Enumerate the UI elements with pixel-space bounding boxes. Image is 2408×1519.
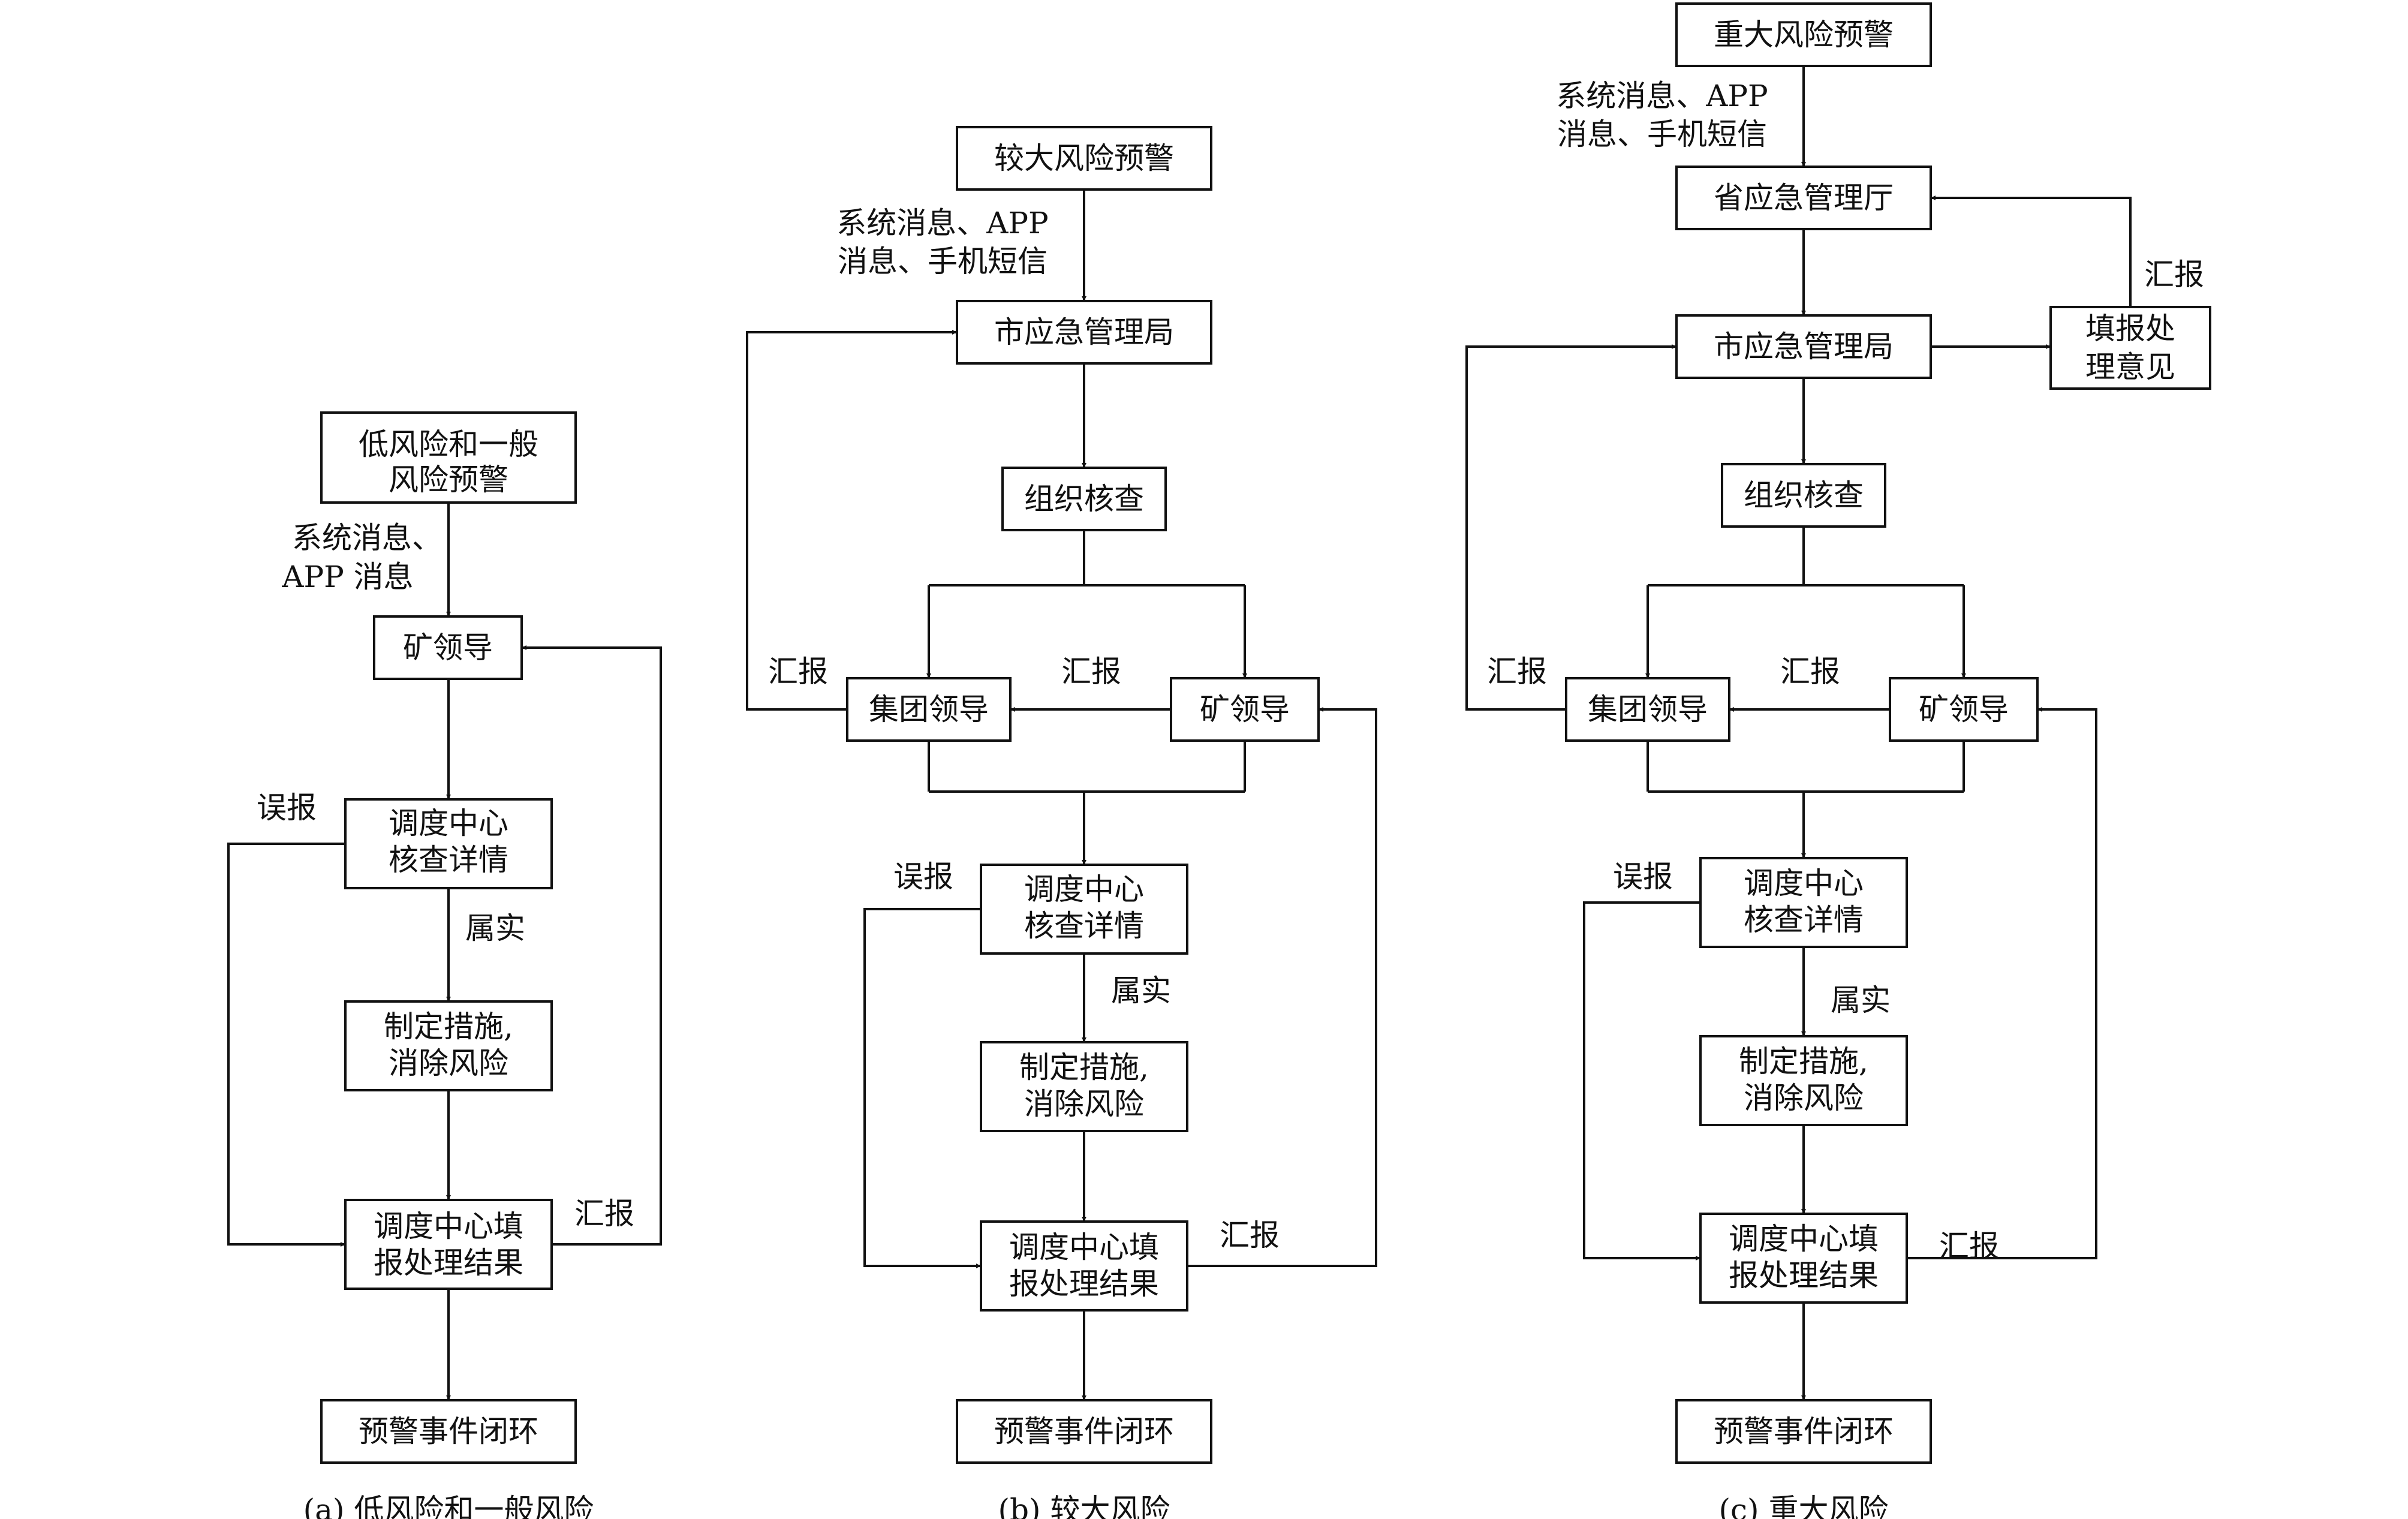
node-b-organize-label: 组织核查 [1024,482,1144,516]
label-c-report-province: 汇报 [2144,257,2204,292]
node-c-city-bureau-label: 市应急管理局 [1714,329,1894,364]
label-b-report-mine: 汇报 [1061,654,1121,689]
label-c-report-result: 汇报 [1939,1229,1999,1264]
node-c-dispatch-report-line2: 报处理结果 [1729,1258,1879,1293]
node-c-closure-label: 预警事件闭环 [1714,1414,1894,1449]
caption-a: (a) 低风险和一般风险 [303,1493,594,1519]
node-c-group-leader-label: 集团领导 [1588,692,1708,727]
flowchart-b: 较大风险预警 市应急管理局 组织核查 集团领导 矿领导 调度中心 核查详情 制定… [746,126,1377,1519]
label-a-notify-line1: 系统消息、 [292,521,442,555]
node-a-dispatch-check: 调度中心 核查详情 [344,798,553,889]
node-c-opinion-line2: 理意见 [2085,350,2175,384]
node-a-dispatch-check-line2: 核查详情 [389,843,508,877]
label-c-report-group: 汇报 [1487,654,1547,689]
node-b-measures-line1: 制定措施, [1019,1050,1149,1085]
node-b-closure: 预警事件闭环 [956,1399,1212,1464]
node-b-dispatch-report: 调度中心填 报处理结果 [980,1220,1188,1312]
node-a-dispatch-check-line1: 调度中心 [389,806,508,841]
node-b-alert: 较大风险预警 [956,126,1212,191]
node-c-measures: 制定措施, 消除风险 [1699,1035,1908,1126]
node-a-alert-line2: 风险预警 [389,462,508,497]
node-b-dispatch-check-line1: 调度中心 [1024,872,1144,907]
label-b-notify-line2: 消息、手机短信 [838,244,1048,279]
node-b-alert-label: 较大风险预警 [994,141,1174,176]
node-a-measures: 制定措施, 消除风险 [344,1000,553,1091]
node-a-measures-line1: 制定措施, [384,1009,513,1044]
node-c-alert: 重大风险预警 [1675,2,1932,67]
node-c-measures-line2: 消除风险 [1744,1081,1864,1115]
node-c-mine-leader: 矿领导 [1889,677,2039,742]
node-c-mine-leader-label: 矿领导 [1919,692,2009,727]
node-b-city-bureau: 市应急管理局 [956,300,1212,365]
node-b-measures-line2: 消除风险 [1024,1087,1144,1121]
node-c-organize: 组织核查 [1721,463,1886,528]
node-a-mine-leader: 矿领导 [373,615,523,680]
label-b-report-group: 汇报 [768,654,828,689]
edges-a [227,503,662,1400]
node-c-dispatch-report-line1: 调度中心填 [1729,1222,1879,1256]
label-c-false-alarm: 误报 [1613,859,1673,894]
edges-b [746,190,1377,1400]
node-c-dispatch-check-line1: 调度中心 [1744,866,1864,901]
label-c-notify-line2: 消息、手机短信 [1557,117,1767,152]
node-b-group-leader: 集团领导 [846,677,1012,742]
node-a-dispatch-report-line2: 报处理结果 [374,1246,523,1280]
node-a-alert: 低风险和一般 风险预警 [320,411,577,504]
caption-b: (b) 较大风险 [998,1493,1170,1519]
node-a-dispatch-report: 调度中心填 报处理结果 [344,1199,553,1290]
node-b-organize: 组织核查 [1001,467,1167,531]
label-a-report: 汇报 [574,1196,634,1231]
label-a-true: 属实 [465,911,525,946]
label-b-report-result: 汇报 [1220,1218,1280,1253]
node-c-alert-label: 重大风险预警 [1714,17,1894,52]
label-c-report-mine: 汇报 [1780,654,1840,689]
label-b-false-alarm: 误报 [893,859,953,894]
node-c-dispatch-report: 调度中心填 报处理结果 [1699,1213,1908,1304]
node-a-alert-line1: 低风险和一般 [359,427,538,462]
node-c-organize-label: 组织核查 [1744,478,1864,513]
node-b-dispatch-report-line2: 报处理结果 [1009,1267,1159,1301]
node-b-mine-leader: 矿领导 [1170,677,1320,742]
node-c-dispatch-check: 调度中心 核查详情 [1699,857,1908,948]
label-a-false-alarm: 误报 [257,790,317,825]
flowchart-a: 低风险和一般 风险预警 矿领导 调度中心 核查详情 制定措施, 消除风险 调度中… [227,411,662,1519]
node-c-dispatch-check-line2: 核查详情 [1744,903,1864,937]
edges-c [1465,66,2132,1400]
node-b-mine-leader-label: 矿领导 [1200,692,1290,727]
node-a-mine-leader-label: 矿领导 [403,630,493,665]
node-c-closure: 预警事件闭环 [1675,1399,1932,1464]
node-b-closure-label: 预警事件闭环 [994,1414,1174,1449]
label-c-notify-line1: 系统消息、APP [1556,79,1768,113]
node-c-opinion: 填报处 理意见 [2049,306,2211,390]
node-a-closure: 预警事件闭环 [320,1399,577,1464]
node-b-dispatch-check: 调度中心 核查详情 [980,864,1188,955]
label-b-true: 属实 [1111,973,1171,1008]
node-b-city-bureau-label: 市应急管理局 [994,315,1174,350]
node-c-group-leader: 集团领导 [1565,677,1730,742]
label-a-notify-line2: APP 消息 [281,560,413,594]
node-a-dispatch-report-line1: 调度中心填 [374,1209,523,1244]
caption-c: (c) 重大风险 [1719,1493,1889,1519]
node-c-opinion-line1: 填报处 [2085,311,2175,346]
node-c-province-dept-label: 省应急管理厅 [1714,181,1894,215]
label-c-true: 属实 [1831,983,1891,1018]
node-c-province-dept: 省应急管理厅 [1675,166,1932,230]
node-c-city-bureau: 市应急管理局 [1675,314,1932,379]
node-a-closure-label: 预警事件闭环 [359,1414,538,1449]
node-b-dispatch-report-line1: 调度中心填 [1009,1230,1159,1265]
node-b-dispatch-check-line2: 核查详情 [1024,909,1144,943]
node-b-group-leader-label: 集团领导 [869,692,989,727]
node-c-measures-line1: 制定措施, [1739,1044,1868,1079]
label-b-notify-line1: 系统消息、APP [836,206,1048,240]
flowchart-c: 重大风险预警 省应急管理厅 市应急管理局 填报处 理意见 组织核查 集团领导 矿… [1465,2,2211,1519]
node-b-measures: 制定措施, 消除风险 [980,1041,1188,1132]
node-a-measures-line2: 消除风险 [389,1046,508,1081]
